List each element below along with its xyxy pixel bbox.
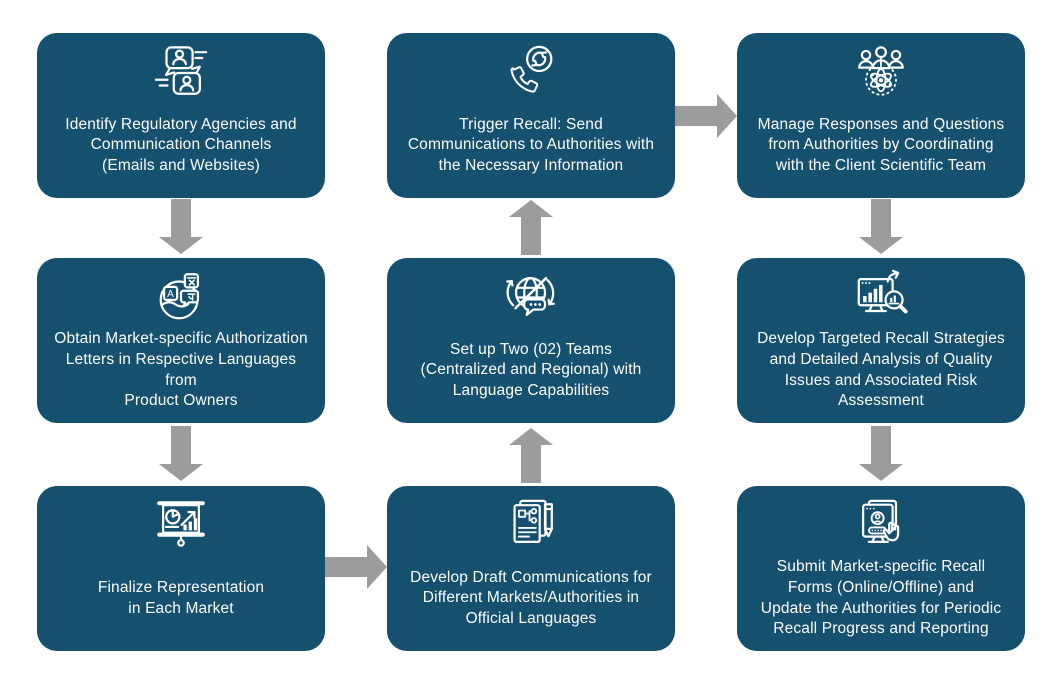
svg-text:A: A xyxy=(167,289,174,300)
step-label: Identify Regulatory Agencies and Communi… xyxy=(65,115,297,174)
online-form-submit-icon xyxy=(851,495,911,555)
draft-document-pen-icon xyxy=(501,495,561,555)
step-box-4: Develop Draft Communications for Differe… xyxy=(387,486,675,651)
step-box-1: Identify Regulatory Agencies and Communi… xyxy=(37,33,325,198)
arrow-step5-to-step6 xyxy=(509,200,553,255)
step-box-5: Set up Two (02) Teams (Centralized and R… xyxy=(387,258,675,423)
recall-phone-refresh-icon xyxy=(501,42,561,102)
step-box-8: Develop Targeted Recall Strategies and D… xyxy=(737,258,1025,423)
arrow-step3-to-step4 xyxy=(325,545,387,589)
arrow-step7-to-step8 xyxy=(859,199,903,254)
arrow-step6-to-step7 xyxy=(675,94,737,138)
step-label: Trigger Recall: Send Communications to A… xyxy=(407,115,655,174)
step-label: Manage Responses and Questions from Auth… xyxy=(757,115,1005,174)
global-chat-teams-icon xyxy=(501,267,561,327)
step-box-2: A Obtain Market-specific Authorization L… xyxy=(37,258,325,423)
step-box-3: Finalize Representation in Each Market xyxy=(37,486,325,651)
chat-messages-icon xyxy=(151,42,211,102)
arrow-step4-to-step5 xyxy=(509,428,553,483)
step-label: Obtain Market-specific Authorization Let… xyxy=(54,330,308,410)
presentation-charts-icon xyxy=(151,495,211,555)
step-box-9: Submit Market-specific Recall Forms (Onl… xyxy=(737,486,1025,651)
arrow-step1-to-step2 xyxy=(159,199,203,254)
arrow-step2-to-step3 xyxy=(159,426,203,481)
step-box-6: Trigger Recall: Send Communications to A… xyxy=(387,33,675,198)
analysis-magnifier-chart-icon xyxy=(851,267,911,327)
step-label: Set up Two (02) Teams (Centralized and R… xyxy=(420,340,642,399)
arrow-step8-to-step9 xyxy=(859,426,903,481)
step-label: Develop Targeted Recall Strategies and D… xyxy=(757,330,1005,410)
scientific-team-icon xyxy=(851,42,911,102)
step-label: Develop Draft Communications for Differe… xyxy=(410,568,652,627)
language-translation-globe-icon: A xyxy=(151,267,211,327)
step-box-7: Manage Responses and Questions from Auth… xyxy=(737,33,1025,198)
step-label: Finalize Representation in Each Market xyxy=(97,578,265,617)
step-label: Submit Market-specific Recall Forms (Onl… xyxy=(760,558,1002,638)
